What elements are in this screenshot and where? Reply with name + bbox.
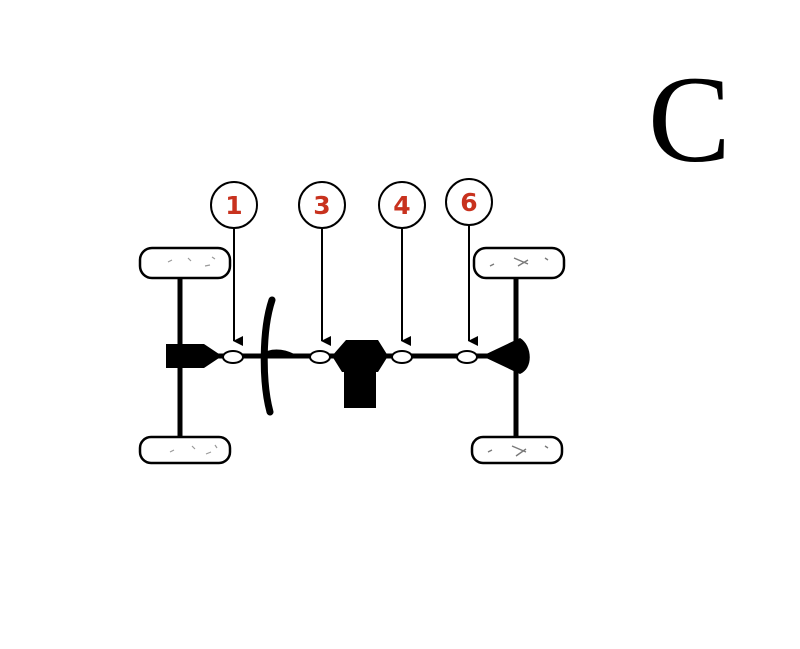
- callout-1: 1: [210, 181, 258, 346]
- wheel-rear-right: [470, 435, 564, 465]
- curved-propeller-hub: [260, 349, 295, 358]
- wheel-front-left: [138, 246, 232, 280]
- joint-3: [309, 350, 331, 364]
- joint-4: [391, 350, 413, 364]
- wheel-rear-left: [472, 246, 566, 280]
- callout-4: 4: [378, 181, 426, 346]
- rear-differential: [482, 338, 530, 374]
- callout-6: 6: [445, 178, 493, 346]
- callout-1-label: 1: [225, 191, 242, 220]
- callout-3-label: 3: [313, 191, 330, 220]
- wheel-front-right: [138, 435, 232, 465]
- callout-3: 3: [298, 181, 346, 346]
- transmission-block: [332, 340, 388, 408]
- joint-6: [456, 350, 478, 364]
- callout-6-label: 6: [460, 188, 477, 217]
- front-drive-unit: [166, 344, 222, 368]
- joint-1: [222, 350, 244, 364]
- callout-4-label: 4: [393, 191, 410, 220]
- panel-letter: C: [648, 51, 731, 188]
